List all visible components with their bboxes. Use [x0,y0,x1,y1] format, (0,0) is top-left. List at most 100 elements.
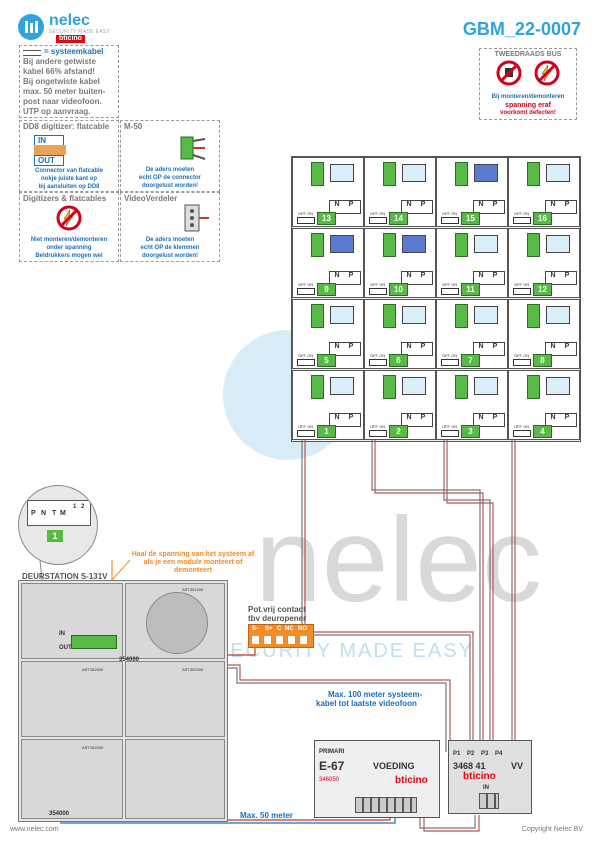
screen-icon [474,164,498,182]
bus-line-3: voorkomt defecten! [500,110,556,116]
dd8-text-1: Connector van flatcable [34,168,103,174]
screen-icon [546,235,570,253]
speaker-grille-icon [146,592,208,654]
offon-slider [513,217,531,224]
screen-icon [330,164,354,182]
offon-label: OFF ON [514,424,530,429]
n-label: N [550,201,556,208]
offon-label: OFF ON [442,282,458,287]
relay-module: S- S+ C NC NO [248,624,314,648]
connector-icon [527,162,540,186]
p-label: P [492,201,498,208]
offon-label: OFF ON [370,353,386,358]
dip-label-m: M [60,510,66,517]
logo-partner: bticino [56,35,85,43]
m50-title: M-50 [124,122,143,131]
connector-icon [383,304,396,328]
system-cable-line-6: UTP op aanvraag. [23,107,91,116]
button-module-3: ART352000 [21,739,123,819]
connector-icon [179,133,207,163]
dip-label-t: T [52,510,57,517]
footer-website[interactable]: www.nelec.com [10,826,59,833]
dd8-out-label: OUT [34,155,64,166]
screen-icon [330,377,354,395]
cable-note-1: Max. 100 meter systeem- [328,690,423,699]
art-code: ART352000 [182,667,204,672]
connector-icon [455,162,468,186]
note-dd8: DD8 digitizer: flatcable IN OUT Connecto… [19,120,119,192]
address-number: 11 [461,283,480,296]
bus-wire [443,440,491,752]
psu-model: E-67 [319,759,345,773]
n-label: N [478,272,484,279]
logo-mark-icon [18,14,44,40]
bus-line-1: Bij monteren/demonteren [491,94,565,100]
footer-copyright: Copyright Nelec BV [521,826,583,833]
p-label: P [564,201,570,208]
screen-icon [330,235,354,253]
address-number: 7 [461,354,480,367]
offon-slider [441,217,459,224]
address-number: 2 [389,425,408,438]
offon-label: OFF ON [442,424,458,429]
digitizers-text-2: onder spanning [46,245,92,251]
p-label: P [348,343,354,350]
dd8-title: DD8 digitizer: flatcable [23,122,110,131]
offon-slider [369,430,387,437]
video-splitter-text-1: De aders moeten [145,237,195,243]
p-label: P [348,201,354,208]
m50-text-1: De aders moeten [145,167,195,173]
dip-label-2: 2 [81,504,85,510]
no-power-plug-icon [496,60,522,86]
system-cable-line-2: kabel 66% afstand! [23,67,96,76]
psu-series: PRIMARI [319,749,345,755]
p-label: P [420,414,426,421]
connector-icon [311,304,324,328]
offon-label: OFF ON [442,353,458,358]
psu-terminals-icon [355,797,417,813]
psu-brand: bticino [395,775,428,786]
p-label: P [420,343,426,350]
dd8-text-2: nokje juiste kant op [40,176,97,182]
n-label: N [550,272,556,279]
port-p3: P3 [481,751,489,757]
dip-switch-zoom: P N T M 1 2 1 [18,485,98,565]
address-number: 16 [533,212,552,225]
n-label: N [334,414,340,421]
offon-label: OFF ON [514,282,530,287]
relay-terminal-no: NO [298,626,307,632]
n-label: N [478,343,484,350]
relay-terminal-c: C [277,626,282,632]
offon-slider [369,288,387,295]
offon-slider [513,430,531,437]
offon-slider [441,430,459,437]
connector-icon [527,233,540,257]
screen-icon [546,306,570,324]
bus-wire [446,440,494,752]
address-number: 9 [317,283,336,296]
port-p4: P4 [495,751,503,757]
relay-terminal-s-minus: S- [252,626,258,632]
relay-title-2: tbv deuropener [248,614,307,623]
offon-slider [297,217,315,224]
note-system-cable: = systeemkabel Bij andere getwiste kabel… [19,45,119,118]
note-digitizers: Digitizers & flatcables Niet monteren/de… [19,192,119,262]
n-label: N [406,343,412,350]
screen-icon [402,235,426,253]
screen-icon [402,377,426,395]
